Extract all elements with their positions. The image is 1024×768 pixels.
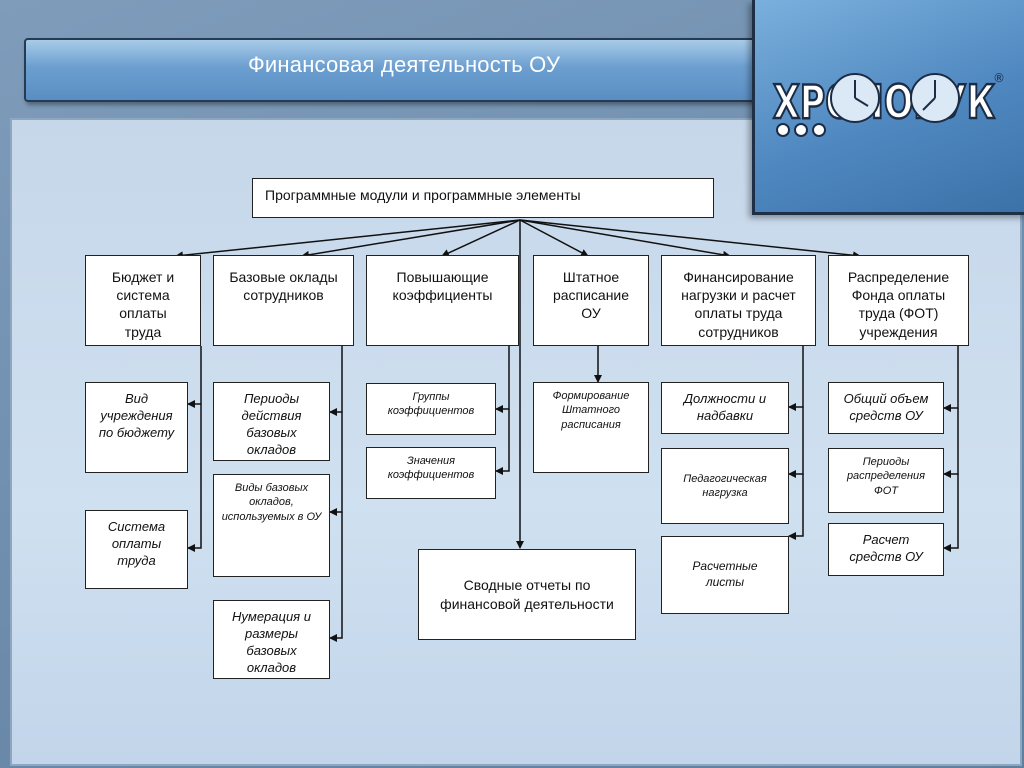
summary-reports-node: Сводные отчеты по финансовой деятельност… [418, 549, 636, 640]
module-financing: Финансирование нагрузки и расчет оплаты … [661, 255, 816, 346]
sub-node-label: Педагогическая нагрузка [683, 472, 767, 499]
sub-node: Расчетные листы [661, 536, 789, 614]
sub-node: Нумерация и размеры базовых окладов [213, 600, 330, 679]
module-label: Бюджет и система оплаты труда [111, 269, 175, 340]
sub-node: Значения коэффициентов [366, 447, 496, 499]
module-label: Повышающие коэффициенты [392, 269, 493, 304]
title-bar [24, 38, 788, 102]
module-fund-distribution: Распределение Фонда оплаты труда (ФОТ) у… [828, 255, 969, 346]
logo-text: ХРОНОБУК [773, 75, 995, 129]
sub-node-label: Группы коэффициентов [387, 391, 475, 418]
module-label: Базовые оклады сотрудников [229, 269, 338, 304]
module-label: Распределение Фонда оплаты труда (ФОТ) у… [847, 269, 950, 340]
sub-node-label: Периоды действия базовых окладов [241, 391, 302, 457]
sub-node-label: Значения коэффициентов [387, 455, 475, 482]
sub-node: Общий объем средств ОУ [828, 382, 944, 434]
sub-node: Расчет средств ОУ [828, 523, 944, 576]
sub-node: Виды базовых окладов, используемых в ОУ [213, 474, 330, 577]
sub-node: Педагогическая нагрузка [661, 448, 789, 524]
sub-node-label: Вид учреждения по бюджету [98, 391, 175, 440]
sub-node: Группы коэффициентов [366, 383, 496, 435]
module-budget: Бюджет и система оплаты труда [85, 255, 201, 346]
module-staff-schedule: Штатное расписание ОУ [533, 255, 649, 346]
gear-icon [776, 123, 826, 137]
sub-node-label: Нумерация и размеры базовых окладов [232, 609, 311, 675]
sub-node-label: Формирование Штатного расписания [552, 390, 630, 431]
sub-node-label: Общий объем средств ОУ [843, 391, 929, 423]
sub-node: Должности и надбавки [661, 382, 789, 434]
logo-image: ХРОНОБУК ® [772, 71, 1005, 137]
sub-node-label: Должности и надбавки [683, 391, 767, 423]
summary-label: Сводные отчеты по финансовой деятельност… [440, 577, 614, 612]
registered-icon: ® [993, 71, 1005, 85]
sub-node: Формирование Штатного расписания [533, 382, 649, 473]
sub-node-label: Система оплаты труда [107, 519, 166, 568]
module-coefficients: Повышающие коэффициенты [366, 255, 519, 346]
sub-node-label: Периоды распределения ФОТ [846, 456, 926, 497]
sub-node-label: Расчет средств ОУ [849, 532, 923, 564]
sub-node: Система оплаты труда [85, 510, 188, 589]
sub-node: Периоды действия базовых окладов [213, 382, 330, 461]
module-label: Штатное расписание ОУ [552, 269, 630, 322]
sub-node: Периоды распределения ФОТ [828, 448, 944, 513]
module-label: Финансирование нагрузки и расчет оплаты … [681, 269, 796, 340]
logo-panel: ХРОНОБУК ® [752, 0, 1024, 215]
sub-node: Вид учреждения по бюджету [85, 382, 188, 473]
sub-node-label: Виды базовых окладов, используемых в ОУ [221, 482, 322, 523]
sub-node-label: Расчетные листы [692, 559, 758, 589]
module-base-salaries: Базовые оклады сотрудников [213, 255, 354, 346]
root-node: Программные модули и программные элемент… [252, 178, 714, 218]
slide-title: Финансовая деятельность ОУ [248, 52, 561, 77]
root-label: Программные модули и программные элемент… [265, 187, 581, 203]
clock-icon [830, 73, 960, 123]
